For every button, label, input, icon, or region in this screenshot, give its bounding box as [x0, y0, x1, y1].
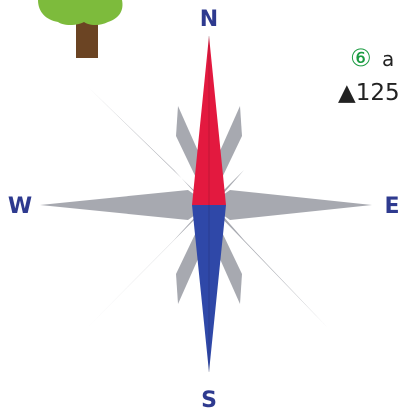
compass-arm-west: [40, 190, 209, 220]
poi-name: a: [382, 47, 394, 71]
tree-canopy: [38, 0, 122, 25]
poi-elevation: ▲125: [338, 80, 400, 106]
tree-icon: [38, 0, 122, 58]
poi-number-marker: ⑥: [350, 44, 372, 72]
label-west: W: [8, 194, 32, 219]
poi-label: ⑥ a ▲125: [338, 44, 400, 106]
compass-rose: [40, 36, 372, 372]
label-north: N: [200, 7, 218, 32]
label-east: E: [384, 194, 399, 219]
compass-arm-east: [209, 190, 372, 220]
label-south: S: [201, 388, 217, 413]
